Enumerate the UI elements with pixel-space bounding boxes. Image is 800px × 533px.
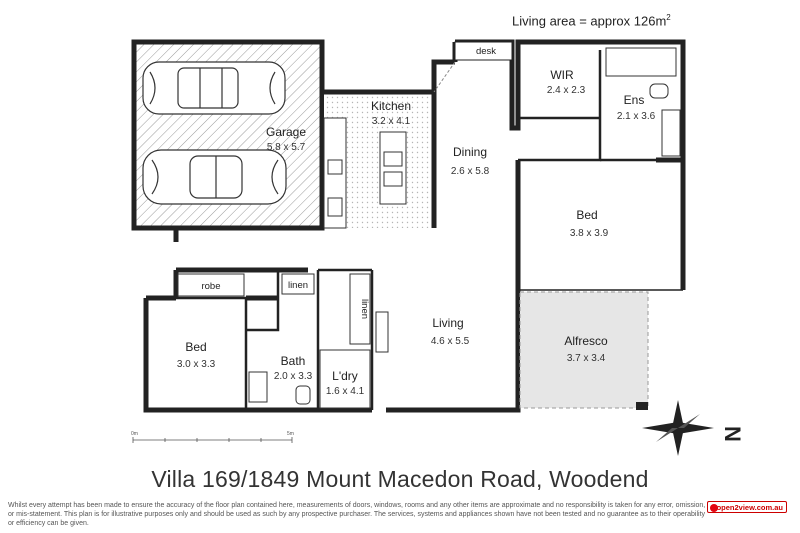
compass-north-letter: N: [720, 426, 745, 442]
garage-walls: [131, 39, 325, 231]
brand-text: open2view.com.au: [716, 503, 783, 512]
kitchen-fittings: [323, 117, 407, 229]
robe-label: robe: [201, 281, 220, 292]
living-area-label: Living area = approx 126m2: [512, 13, 671, 28]
living-label: Living: [432, 316, 463, 330]
car-bottom: [142, 149, 287, 205]
scale-start-label: 0m: [131, 431, 138, 437]
bath-label: Bath: [281, 354, 306, 368]
interior-walls: [176, 50, 683, 410]
brand-logo[interactable]: open2view.com.au: [707, 501, 787, 513]
car-top: [142, 61, 286, 115]
alfresco-label: Alfresco: [564, 334, 608, 348]
scale-bar: [132, 437, 293, 443]
compass-rose: [642, 400, 714, 456]
disclaimer-text: Whilst every attempt has been made to en…: [8, 502, 706, 527]
linen-label-1: linen: [288, 280, 308, 291]
kitchen-label: Kitchen: [371, 99, 411, 113]
linen-label-2: linen: [359, 299, 370, 319]
dining-dims: 2.6 x 5.8: [451, 166, 490, 177]
linen-box-1: [281, 273, 315, 295]
house-walls: [143, 39, 686, 413]
garage-label: Garage: [266, 125, 306, 139]
alfresco-floor: [520, 292, 648, 408]
bath-dims: 2.0 x 3.3: [274, 371, 313, 382]
living-area-text: Living area = approx 126m: [512, 13, 667, 29]
desk-dashed: [433, 61, 456, 93]
bed-2-label: Bed: [185, 340, 206, 354]
bath-fittings: [248, 311, 389, 409]
alfresco-dims: 3.7 x 3.4: [567, 353, 606, 364]
ens-label: Ens: [624, 93, 645, 107]
alfresco-outline: [519, 291, 649, 409]
garage-dims: 5.8 x 5.7: [267, 142, 306, 153]
wir-label: WIR: [550, 68, 574, 82]
alfresco-post: [636, 402, 648, 410]
bed-main-label: Bed: [576, 208, 597, 222]
linen-box-2: [349, 273, 371, 345]
ens-dims: 2.1 x 3.6: [617, 111, 656, 122]
property-title: Villa 169/1849 Mount Macedon Road, Woode…: [151, 466, 649, 492]
laundry-dims: 1.6 x 4.1: [326, 386, 365, 397]
robe-box: [177, 273, 245, 297]
brand-logo-icon: [710, 504, 718, 512]
dining-label: Dining: [453, 145, 487, 159]
desk: [454, 41, 513, 61]
bed-main-dims: 3.8 x 3.9: [570, 228, 609, 239]
wir-dims: 2.4 x 2.3: [547, 85, 586, 96]
scale-end-label: 5m: [287, 431, 294, 437]
bed-2-dims: 3.0 x 3.3: [177, 359, 216, 370]
ensuite-fittings: [605, 47, 681, 157]
kitchen-dims: 3.2 x 4.1: [372, 116, 411, 127]
living-dims: 4.6 x 5.5: [431, 336, 470, 347]
living-area-unit: 2: [666, 13, 671, 22]
laundry-label: L'dry: [332, 369, 358, 383]
desk-label: desk: [476, 46, 496, 57]
